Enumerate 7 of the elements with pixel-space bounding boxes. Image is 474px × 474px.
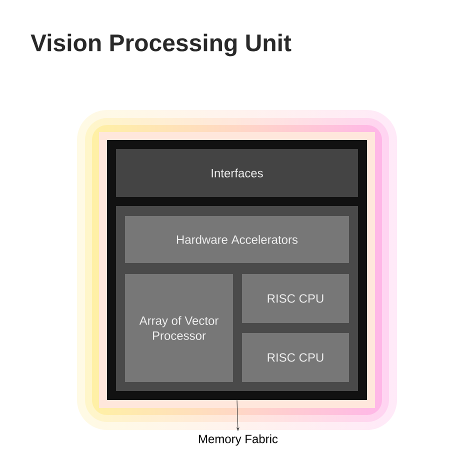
node-label: Memory Fabric bbox=[198, 434, 278, 446]
interface-block: Interfaces bbox=[116, 149, 358, 197]
cpu-block: RISC CPU bbox=[242, 274, 349, 323]
cpu-block: RISC CPU bbox=[242, 333, 349, 382]
title: Vision Processing Unit bbox=[30, 34, 292, 56]
accelerator-block: Hardware Accelerators bbox=[125, 216, 349, 263]
processor-block: Array of Vector Processor bbox=[125, 274, 233, 382]
